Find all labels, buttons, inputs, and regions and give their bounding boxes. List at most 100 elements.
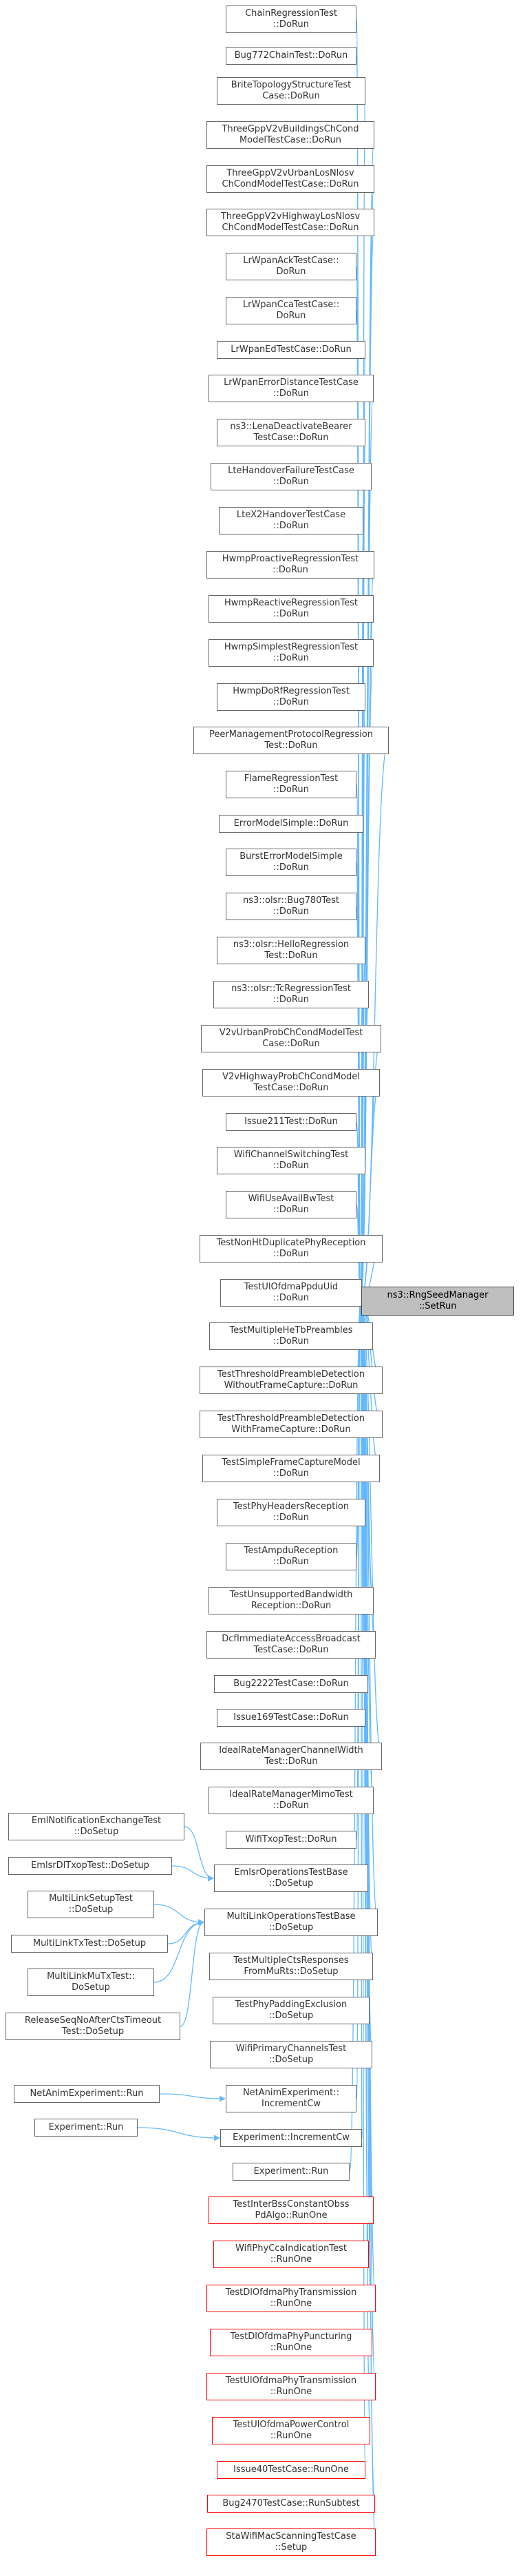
node-releaseseqnoafterctstimeouttest-dosetup[interactable]: ReleaseSeqNoAfterCtsTimeout Test::DoSetu… — [6, 2013, 180, 2040]
node-label: Bug2222TestCase::DoRun — [233, 1679, 349, 1689]
node-britetopologystructuretestcase-dorun[interactable]: BriteTopologyStructureTest Case::DoRun — [217, 77, 365, 105]
node-lrwpanerrordistancetestcase-dorun[interactable]: LrWpanErrorDistanceTestCase ::DoRun — [209, 375, 374, 402]
edge-l4-to-n45 — [153, 1919, 204, 1983]
node-ltehandoverfailuretestcase-dorun[interactable]: LteHandoverFailureTestCase ::DoRun — [211, 463, 372, 490]
node-idealratemanagermimotest-dorun[interactable]: IdealRateManagerMimoTest ::DoRun — [209, 1787, 374, 1814]
node-experiment-run[interactable]: Experiment::Run — [34, 2119, 138, 2137]
node-label: TestThresholdPreambleDetection WithoutFr… — [217, 1369, 365, 1391]
node-label: TestThresholdPreambleDetection WithFrame… — [217, 1413, 365, 1435]
node-testulofdmapowercontrol-runone[interactable]: TestUlOfdmaPowerControl ::RunOne — [212, 2417, 370, 2444]
node-v2vhighwayprobchcondmodeltestcase-dorun[interactable]: V2vHighwayProbChCondModel TestCase::DoRu… — [202, 1069, 380, 1097]
node-ns3-olsr-bug780test-dorun[interactable]: ns3::olsr::Bug780Test ::DoRun — [226, 893, 356, 920]
edge-n51-to-rng — [349, 1298, 361, 2172]
node-label: TestUlOfdmaPowerControl ::RunOne — [233, 2420, 350, 2441]
node-testulofdmaphytransmission-runone[interactable]: TestUlOfdmaPhyTransmission ::RunOne — [206, 2373, 376, 2400]
node-testmultiplehetbpreambles-dorun[interactable]: TestMultipleHeTbPreambles ::DoRun — [209, 1322, 373, 1350]
node-hwmpproactiveregressiontest-dorun[interactable]: HwmpProactiveRegressionTest ::DoRun — [206, 551, 374, 579]
node-label: TestDlOfdmaPhyPuncturing ::RunOne — [230, 2331, 352, 2353]
node-multilinkmutxtest-dosetup[interactable]: MultiLinkMuTxTest:: DoSetup — [28, 1969, 154, 1996]
node-flameregressiontest-dorun[interactable]: FlameRegressionTest ::DoRun — [226, 771, 356, 798]
node-hwmpsimplestregressiontest-dorun[interactable]: HwmpSimplestRegressionTest ::DoRun — [209, 639, 374, 667]
node-label: StaWifiMacScanningTestCase ::Setup — [226, 2531, 356, 2553]
node-testthresholdpreambledetectionwithframecapture-dorun[interactable]: TestThresholdPreambleDetection WithFrame… — [200, 1411, 383, 1438]
node-hwmpreactiveregressiontest-dorun[interactable]: HwmpReactiveRegressionTest ::DoRun — [209, 595, 374, 623]
node-experiment-run[interactable]: Experiment::Run — [233, 2163, 350, 2181]
node-wifiuseavailbwtest-dorun[interactable]: WifiUseAvailBwTest ::DoRun — [226, 1191, 356, 1218]
node-multilinktxtest-dosetup[interactable]: MultiLinkTxTest::DoSetup — [11, 1935, 168, 1953]
node-label: HwmpProactiveRegressionTest ::DoRun — [222, 554, 359, 575]
node-ns3-lenadeactivatebearertestcase-dorun[interactable]: ns3::LenaDeactivateBearer TestCase::DoRu… — [217, 419, 365, 446]
node-multilinksetuptest-dosetup[interactable]: MultiLinkSetupTest ::DoSetup — [28, 1891, 154, 1918]
node-label: TestUlOfdmaPhyTransmission ::RunOne — [225, 2376, 357, 2397]
node-wifiprimarychannelstest-dosetup[interactable]: WifiPrimaryChannelsTest ::DoSetup — [210, 2041, 372, 2068]
node-label: ThreeGppV2vHighwayLosNlosv ChCondModelTe… — [220, 211, 361, 233]
node-label: LrWpanAckTestCase:: DoRun — [243, 256, 339, 277]
node-label: WifiChannelSwitchingTest ::DoRun — [233, 1150, 349, 1171]
node-threegppv2vhighwaylosnlosvchcondmodeltestcase-dorun[interactable]: ThreeGppV2vHighwayLosNlosv ChCondModelTe… — [206, 209, 374, 236]
node-lrwpanacktestcase-dorun[interactable]: LrWpanAckTestCase:: DoRun — [226, 253, 356, 280]
node-ns3-olsr-tcregressiontest-dorun[interactable]: ns3::olsr::TcRegressionTest ::DoRun — [213, 981, 369, 1008]
node-testnonhtduplicatephyreception-dorun[interactable]: TestNonHtDuplicatePhyReception ::DoRun — [200, 1235, 383, 1263]
node-testinterbssconstantobsspdalgo-runone[interactable]: TestInterBssConstantObss PdAlgo::RunOne — [209, 2196, 374, 2224]
node-label: IdealRateManagerChannelWidth Test::DoRun — [219, 1745, 363, 1767]
node-testphyheadersreception-dorun[interactable]: TestPhyHeadersReception ::DoRun — [217, 1499, 365, 1526]
node-label: ErrorModelSimple::DoRun — [233, 818, 349, 829]
node-testampdureception-dorun[interactable]: TestAmpduReception ::DoRun — [226, 1543, 356, 1570]
node-label: TestPhyPaddingExclusion ::DoSetup — [235, 1999, 348, 2021]
node-testunsupportedbandwidthreception-dorun[interactable]: TestUnsupportedBandwidth Reception::DoRu… — [209, 1587, 374, 1614]
node-bug772chaintest-dorun[interactable]: Bug772ChainTest::DoRun — [226, 47, 356, 65]
node-label: Issue169TestCase::DoRun — [233, 1712, 349, 1723]
node-stawifimacscanningtestcase-setup[interactable]: StaWifiMacScanningTestCase ::Setup — [206, 2528, 376, 2556]
node-threegppv2vbuildingschcondmodeltestcase-dorun[interactable]: ThreeGppV2vBuildingsChCond ModelTestCase… — [206, 121, 374, 149]
node-label: WifiTxopTest::DoRun — [245, 1834, 337, 1845]
node-v2vurbanprobchcondmodeltestcase-dorun[interactable]: V2vUrbanProbChCondModelTest Case::DoRun — [201, 1025, 381, 1052]
edge-l6-to-n49 — [159, 2093, 226, 2102]
node-label: EmlsrOperationsTestBase ::DoSetup — [234, 1867, 348, 1889]
node-experiment-incrementcw[interactable]: Experiment::IncrementCw — [220, 2129, 362, 2147]
edge-l1-to-n44 — [171, 1865, 214, 1882]
node-issue40testcase-runone[interactable]: Issue40TestCase::RunOne — [217, 2461, 365, 2479]
node-wifichannelswitchingtest-dorun[interactable]: WifiChannelSwitchingTest ::DoRun — [217, 1147, 365, 1174]
node-ns3-rngseedmanager-setrun-target: ns3::RngSeedManager ::SetRun — [361, 1287, 514, 1316]
node-label: HwmpSimplestRegressionTest ::DoRun — [224, 642, 359, 663]
node-bursterrormodelsimple-dorun[interactable]: BurstErrorModelSimple ::DoRun — [226, 849, 356, 876]
node-wifiphyccaindicationtest-runone[interactable]: WifiPhyCcaIndicationTest ::RunOne — [213, 2241, 369, 2268]
node-issue211test-dorun[interactable]: Issue211Test::DoRun — [226, 1113, 356, 1131]
node-ns3-olsr-helloregressiontest-dorun[interactable]: ns3::olsr::HelloRegression Test::DoRun — [217, 937, 365, 964]
node-errormodelsimple-dorun[interactable]: ErrorModelSimple::DoRun — [219, 815, 363, 833]
node-dcfimmediateaccessbroadcasttestcase-dorun[interactable]: DcfImmediateAccessBroadcast TestCase::Do… — [206, 1631, 376, 1659]
node-netanimexperiment-incrementcw[interactable]: NetAnimExperiment:: IncrementCw — [226, 2085, 356, 2112]
node-testsimpleframecapturemodel-dorun[interactable]: TestSimpleFrameCaptureModel ::DoRun — [202, 1455, 380, 1482]
node-label: WifiPrimaryChannelsTest ::DoSetup — [235, 2044, 347, 2065]
node-lrwpanedtestcase-dorun[interactable]: LrWpanEdTestCase::DoRun — [217, 341, 365, 359]
edge-l2-to-n45 — [153, 1904, 204, 1926]
node-emlsroperationstestbase-dosetup[interactable]: EmlsrOperationsTestBase ::DoSetup — [214, 1865, 368, 1892]
node-bug2222testcase-dorun[interactable]: Bug2222TestCase::DoRun — [214, 1675, 368, 1693]
node-label: PeerManagementProtocolRegression Test::D… — [209, 729, 373, 751]
node-testdlofdmaphypuncturing-runone[interactable]: TestDlOfdmaPhyPuncturing ::RunOne — [210, 2329, 372, 2356]
node-peermanagementprotocolregressiontest-dorun[interactable]: PeerManagementProtocolRegression Test::D… — [193, 727, 389, 754]
node-emlsrdltxoptest-dosetup[interactable]: EmlsrDlTxopTest::DoSetup — [8, 1857, 172, 1875]
node-multilinkoperationstestbase-dosetup[interactable]: MultiLinkOperationsTestBase ::DoSetup — [204, 1909, 378, 1936]
node-label: ns3::olsr::TcRegressionTest ::DoRun — [231, 984, 351, 1005]
node-testthresholdpreambledetectionwithoutframecapture-dorun[interactable]: TestThresholdPreambleDetection WithoutFr… — [200, 1367, 383, 1394]
node-testdlofdmaphytransmission-runone[interactable]: TestDlOfdmaPhyTransmission ::RunOne — [206, 2285, 376, 2312]
node-netanimexperiment-run[interactable]: NetAnimExperiment::Run — [14, 2085, 160, 2103]
node-wifitxoptest-dorun[interactable]: WifiTxopTest::DoRun — [226, 1831, 356, 1849]
node-bug2470testcase-runsubtest[interactable]: Bug2470TestCase::RunSubtest — [207, 2495, 375, 2513]
node-emlnotificationexchangetest-dosetup[interactable]: EmlNotificationExchangeTest ::DoSetup — [8, 1813, 184, 1840]
node-label: HwmpReactiveRegressionTest ::DoRun — [224, 598, 358, 619]
node-label: Experiment::Run — [253, 2166, 329, 2177]
node-ltex2handovertestcase-dorun[interactable]: LteX2HandoverTestCase ::DoRun — [219, 507, 363, 534]
node-label: TestPhyHeadersReception ::DoRun — [233, 1502, 350, 1523]
node-testmultiplectsresponsesfrommurts-dosetup[interactable]: TestMultipleCtsResponses FromMuRts::DoSe… — [209, 1953, 373, 1980]
node-chainregressiontest-dorun[interactable]: ChainRegressionTest ::DoRun — [226, 6, 356, 33]
node-hwmpdorfregressiontest-dorun[interactable]: HwmpDoRfRegressionTest ::DoRun — [217, 683, 365, 711]
node-testphypaddingexclusion-dosetup[interactable]: TestPhyPaddingExclusion ::DoSetup — [213, 1997, 370, 2024]
node-threegppv2vurbanlosnlosvchcondmodeltestcase-dorun[interactable]: ThreeGppV2vUrbanLosNlosv ChCondModelTest… — [206, 165, 374, 193]
node-testulofdmappduuid-dorun[interactable]: TestUlOfdmaPpduUid ::DoRun — [220, 1279, 362, 1307]
node-idealratemanagerchannelwidthtest-dorun[interactable]: IdealRateManagerChannelWidth Test::DoRun — [200, 1743, 382, 1770]
node-label: LrWpanErrorDistanceTestCase ::DoRun — [224, 377, 359, 399]
node-issue169testcase-dorun[interactable]: Issue169TestCase::DoRun — [217, 1709, 365, 1727]
node-lrwpanccatestcase-dorun[interactable]: LrWpanCcaTestCase:: DoRun — [226, 297, 356, 324]
